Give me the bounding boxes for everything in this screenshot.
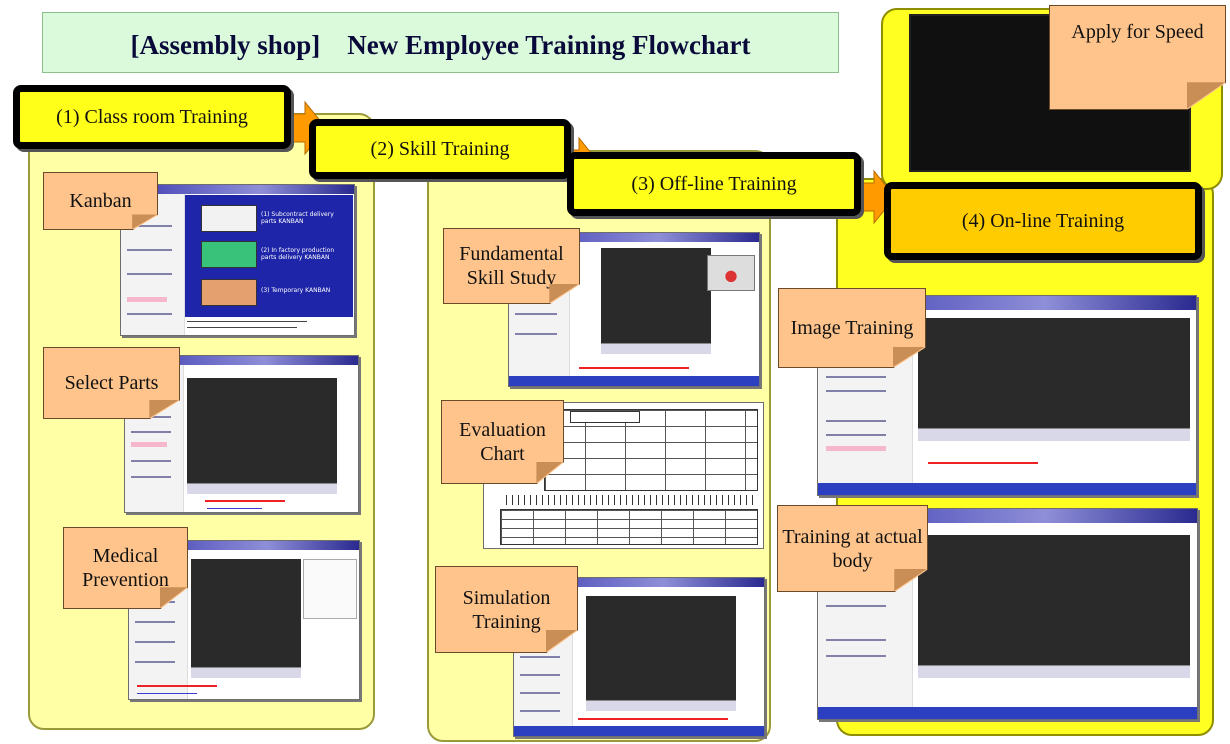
kanban-item-3: (3) Temporary KANBAN: [261, 287, 331, 294]
callout-kanban: Kanban: [43, 172, 158, 230]
video-controls[interactable]: [187, 483, 337, 494]
medical-prevention-screenshot: [128, 540, 360, 700]
menu-line: [826, 390, 886, 392]
callout-apply-speed-text: Apply for Speed: [1071, 21, 1204, 43]
caption-link: [137, 693, 197, 694]
callout-medical-prevention-text: Medical Prevention: [82, 545, 169, 591]
stage-2-label: (2) Skill Training: [370, 137, 510, 160]
callout-actual-body-text: Training at actual body: [782, 525, 923, 572]
kanban-card-1: [201, 205, 257, 232]
menu-line: [135, 661, 175, 663]
fundamental-skill-screenshot: [508, 232, 760, 387]
callout-medical-prevention: Medical Prevention: [63, 527, 188, 609]
screen-navbar: [818, 707, 1197, 719]
menu-line: [826, 376, 886, 378]
caption-red-line: [579, 367, 689, 369]
caption-line: [187, 321, 307, 322]
menu-line: [520, 710, 560, 712]
video-controls[interactable]: [918, 665, 1190, 678]
menu-line: [520, 674, 560, 676]
menu-line: [826, 655, 886, 657]
callout-fundamental-skill: Fundamental Skill Study: [443, 228, 580, 304]
menu-line: [127, 313, 172, 315]
menu-line: [131, 460, 171, 462]
screen-header-bar: [514, 578, 764, 587]
kanban-card-2: [201, 241, 257, 268]
menu-highlight: [127, 297, 167, 302]
menu-line: [127, 225, 172, 227]
menu-line: [826, 639, 886, 641]
video-frame: [918, 535, 1190, 665]
video-controls[interactable]: [601, 343, 711, 354]
callout-evaluation-chart-text: Evaluation Chart: [459, 419, 546, 465]
menu-highlight: [131, 442, 167, 447]
video-frame: [918, 318, 1190, 428]
video-controls[interactable]: [191, 667, 301, 678]
caption-red-line: [137, 685, 217, 687]
caption-red-line: [928, 462, 1038, 464]
video-frame: [601, 248, 711, 343]
menu-line: [520, 656, 560, 658]
screen-navbar: [818, 483, 1196, 495]
video-frame: [586, 596, 736, 700]
stage-1-header: (1) Class room Training: [13, 85, 291, 149]
callout-simulation-training-text: Simulation Training: [462, 586, 551, 633]
screen-navbar: [514, 726, 764, 736]
callout-evaluation-chart: Evaluation Chart: [441, 400, 564, 484]
caption-line: [187, 327, 297, 328]
screen-header-bar: [125, 356, 358, 365]
callout-select-parts: Select Parts: [43, 347, 180, 419]
callout-image-training-text: Image Training: [790, 317, 914, 339]
menu-line: [127, 273, 172, 275]
video-controls[interactable]: [586, 700, 736, 711]
screen-header-bar: [121, 185, 354, 194]
menu-line: [826, 605, 886, 607]
kanban-item-1: (1) Subcontract delivery parts KANBAN: [261, 211, 334, 225]
menu-line: [826, 434, 886, 436]
menu-line: [127, 249, 172, 251]
stage-3-header: (3) Off-line Training: [567, 152, 861, 216]
menu-line: [826, 420, 886, 422]
screen-header-bar: [509, 233, 759, 242]
kanban-card-3: [201, 279, 257, 306]
evaluation-lower-table: [500, 509, 758, 545]
callout-simulation-training: Simulation Training: [435, 566, 578, 653]
video-frame: [187, 378, 337, 483]
evaluation-header: [570, 411, 640, 423]
video-frame: [191, 559, 301, 667]
diagram-inset: [303, 559, 357, 619]
stage-4-label: (4) On-line Training: [961, 209, 1125, 232]
callout-apply-speed: Apply for Speed: [1049, 5, 1226, 110]
menu-line: [520, 692, 560, 694]
callout-fundamental-skill-text: Fundamental Skill Study: [459, 243, 564, 289]
stage-2-header: (2) Skill Training: [309, 119, 571, 179]
caption-link: [207, 508, 262, 509]
menu-line: [131, 431, 171, 433]
page-title: [Assembly shop] New Employee Training Fl…: [42, 12, 839, 73]
screen-header-bar: [129, 541, 359, 550]
evaluation-table: [544, 409, 758, 491]
stage-1-label: (1) Class room Training: [56, 105, 248, 128]
menu-line: [131, 476, 171, 478]
callout-image-training: Image Training: [778, 288, 926, 368]
menu-line: [515, 333, 557, 335]
stage-3-label: (3) Off-line Training: [631, 172, 797, 195]
menu-highlight: [826, 446, 886, 451]
caption-red-line: [578, 718, 728, 720]
stage-4-header: (4) On-line Training: [884, 182, 1202, 260]
kanban-item-2: (2) In factory production parts delivery…: [261, 247, 335, 261]
callout-actual-body: Training at actual body: [777, 505, 928, 592]
menu-line: [135, 641, 175, 643]
menu-line: [515, 313, 557, 315]
video-controls[interactable]: [918, 428, 1190, 441]
caption-red-line: [205, 500, 285, 502]
menu-line: [135, 621, 175, 623]
callout-kanban-text: Kanban: [69, 190, 132, 212]
callout-select-parts-text: Select Parts: [64, 372, 159, 394]
screen-navbar: [509, 376, 759, 386]
photo-inset: [707, 255, 755, 291]
evaluation-ticks: [506, 495, 756, 505]
kanban-blue-panel: (1) Subcontract delivery parts KANBAN (2…: [185, 195, 353, 317]
